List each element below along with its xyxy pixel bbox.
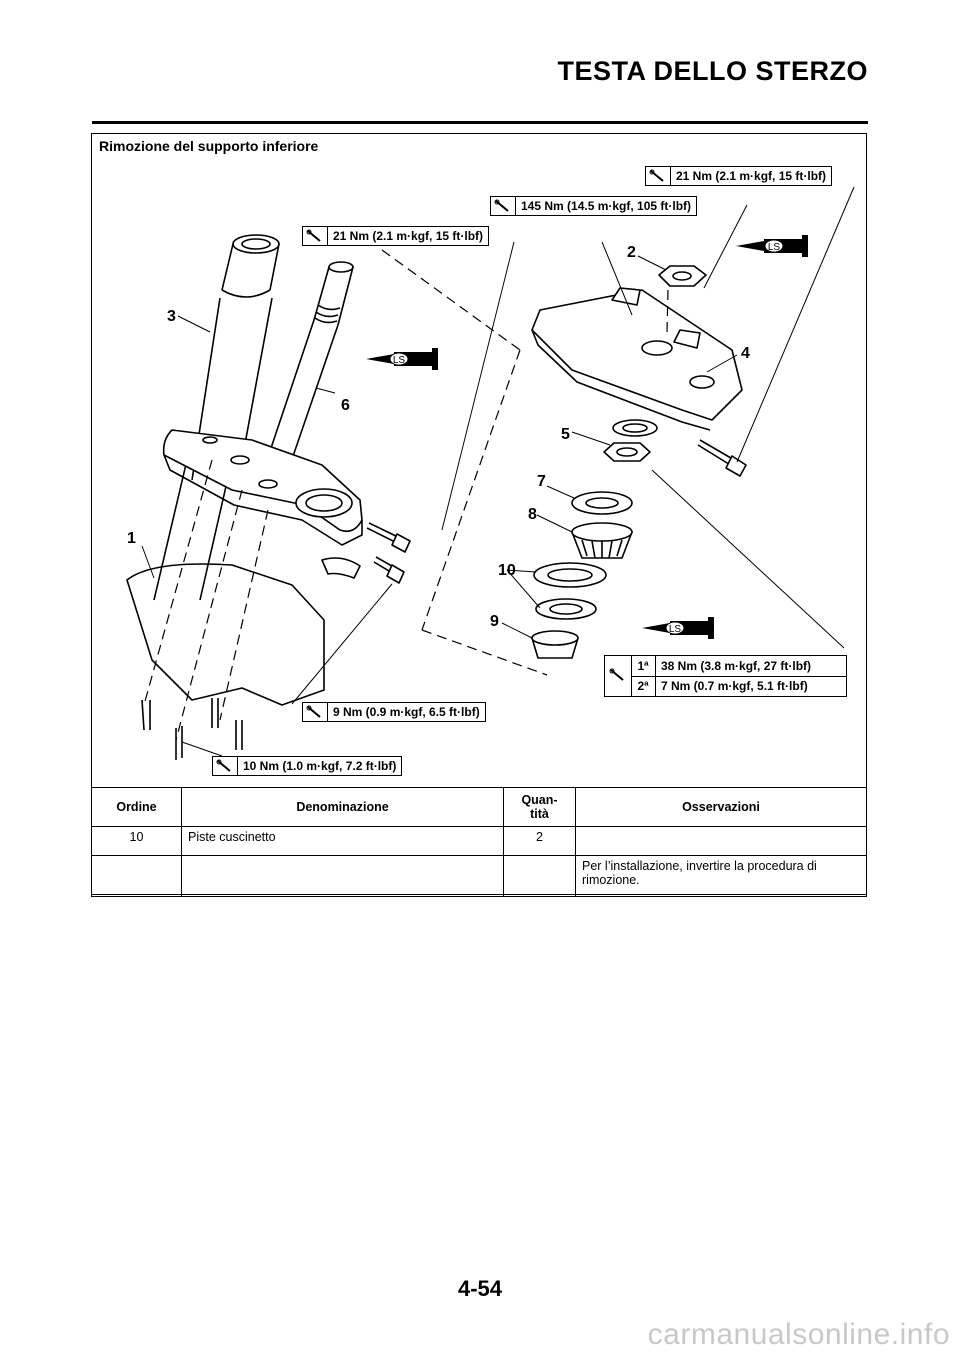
torque-wrench-icon [213, 757, 238, 775]
torque-value: 9 Nm (0.9 m·kgf, 6.5 ft·lbf) [333, 705, 480, 719]
torque-value-step-1: 38 Nm (3.8 m·kgf, 27 ft·lbf) [661, 659, 812, 673]
fork-tube [153, 234, 280, 601]
exploded-diagram: LS LS LS [92, 160, 866, 788]
torque-step-1: 1ª [631, 656, 656, 676]
torque-wrench-icon [605, 656, 632, 696]
cell-quantity [503, 855, 576, 897]
callout-5: 5 [561, 426, 570, 443]
upper-bracket [531, 287, 743, 431]
section-title: Rimozione del supporto inferiore [99, 138, 319, 154]
cell-notes [575, 826, 867, 856]
page-title: TESTA DELLO STERZO [557, 56, 868, 86]
torque-label-lower-bracket-pinch-bolt: 21 Nm (2.1 m·kgf, 15 ft·lbf) [302, 226, 490, 246]
steering-nut [658, 265, 707, 287]
torque-step-2: 2ª [631, 676, 656, 696]
torque-label-fender-bolt: 10 Nm (1.0 m·kgf, 7.2 ft·lbf) [212, 756, 403, 776]
cell-notes: Per l’installazione, invertire la proced… [575, 855, 867, 897]
svg-text:LS: LS [669, 624, 682, 635]
torque-wrench-icon [303, 227, 328, 245]
torque-value: 21 Nm (2.1 m·kgf, 15 ft·lbf) [333, 229, 484, 243]
callout-4: 4 [741, 345, 750, 362]
column-header-name: Denominazione [181, 787, 504, 827]
cell-name: Piste cuscinetto [181, 826, 504, 856]
grease-ls-icon: LS [642, 617, 714, 639]
lower-bracket [162, 429, 363, 546]
callout-2: 2 [627, 244, 636, 261]
grease-ls-icon: LS [366, 348, 438, 370]
column-header-order: Ordine [91, 787, 182, 827]
title-rule [92, 121, 868, 124]
callout-1: 1 [127, 530, 136, 547]
torque-wrench-icon [491, 197, 516, 215]
callout-9: 9 [490, 613, 499, 630]
torque-wrench-icon [646, 167, 671, 185]
torque-wrench-icon [303, 703, 328, 721]
watermark: carmanualsonline.info [647, 1318, 950, 1351]
grease-ls-icon: LS [736, 235, 808, 257]
callout-6: 6 [341, 397, 350, 414]
table-row: 10 Piste cuscinetto 2 [91, 826, 867, 856]
cell-order: 10 [91, 826, 182, 856]
callout-3: 3 [167, 308, 176, 325]
cell-quantity: 2 [503, 826, 576, 856]
torque-label-upper-bracket-bolt: 21 Nm (2.1 m·kgf, 15 ft·lbf) [645, 166, 833, 186]
callout-10: 10 [498, 562, 516, 579]
steering-stem [262, 261, 354, 472]
column-header-notes: Osservazioni [575, 787, 867, 827]
torque-value-step-2: 7 Nm (0.7 m·kgf, 5.1 ft·lbf) [661, 679, 808, 693]
parts-table: Ordine Denominazione Quan-tità Osservazi… [91, 787, 867, 897]
callout-7: 7 [537, 473, 546, 490]
cell-order [91, 855, 182, 897]
svg-text:LS: LS [393, 355, 406, 366]
table-header-row: Ordine Denominazione Quan-tità Osservazi… [91, 787, 867, 827]
cell-name [181, 855, 504, 897]
page-number: 4-54 [457, 1276, 503, 1301]
torque-label-ring-nut-two-step: 1ª 38 Nm (3.8 m·kgf, 27 ft·lbf) 2ª 7 Nm … [604, 655, 847, 697]
column-header-quantity: Quan-tità [503, 787, 576, 827]
torque-label-steering-nut: 145 Nm (14.5 m·kgf, 105 ft·lbf) [490, 196, 698, 216]
table-row: Per l’installazione, invertire la proced… [91, 855, 867, 897]
torque-value: 10 Nm (1.0 m·kgf, 7.2 ft·lbf) [243, 759, 397, 773]
exploded-view-drawing [126, 186, 855, 760]
torque-value: 145 Nm (14.5 m·kgf, 105 ft·lbf) [521, 199, 692, 213]
svg-text:LS: LS [768, 242, 781, 253]
callout-8: 8 [528, 506, 537, 523]
torque-label-clamp-bolt: 9 Nm (0.9 m·kgf, 6.5 ft·lbf) [302, 702, 486, 722]
torque-value: 21 Nm (2.1 m·kgf, 15 ft·lbf) [676, 169, 827, 183]
